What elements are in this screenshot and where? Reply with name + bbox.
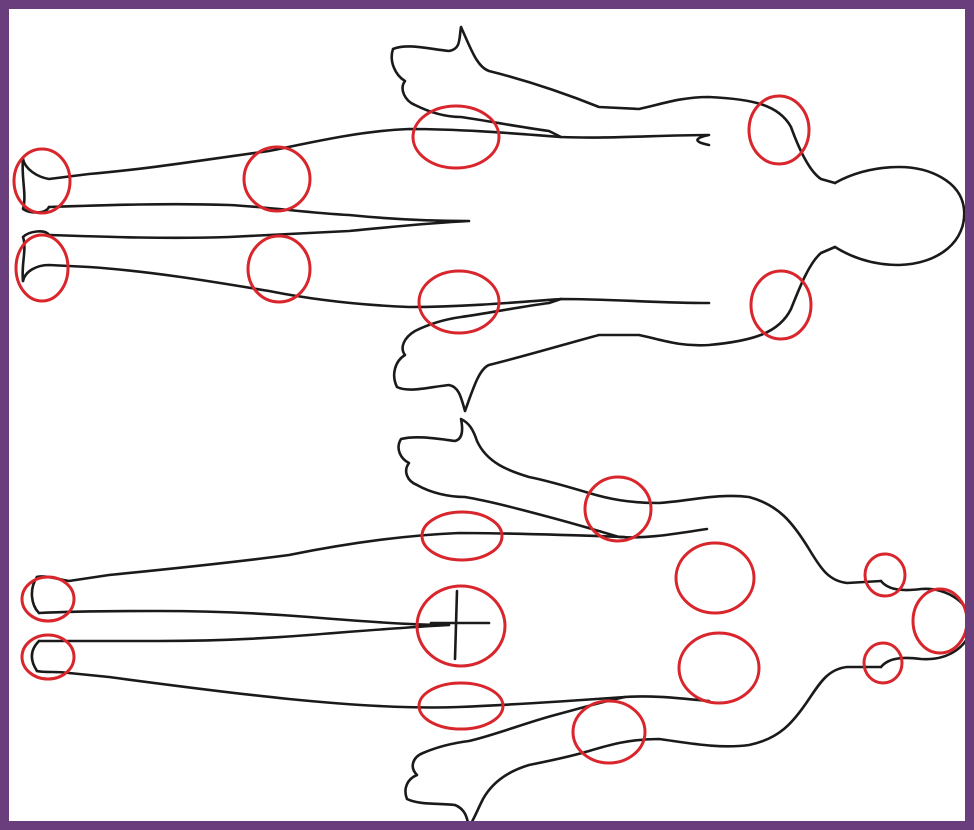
marker-right-knee[interactable] <box>244 147 310 211</box>
marker-chest-lower[interactable] <box>679 633 759 703</box>
marker-right-ankle[interactable] <box>22 577 74 621</box>
back-torso-legs-outline <box>23 129 561 307</box>
marker-neck-right[interactable] <box>864 643 902 683</box>
marker-chest-upper[interactable] <box>676 543 754 613</box>
front-left-arm-outline <box>405 667 881 827</box>
body-diagram <box>9 9 974 830</box>
marker-left-elbow[interactable] <box>573 701 645 763</box>
marker-left-shoulder[interactable] <box>751 271 811 339</box>
marker-right-elbow[interactable] <box>585 477 651 541</box>
marker-neck-left[interactable] <box>865 554 905 596</box>
front-view-figure <box>22 419 971 827</box>
marker-front-right-hip[interactable] <box>422 512 502 560</box>
front-legs-outline <box>37 533 625 708</box>
back-head-outline <box>835 167 964 265</box>
marker-right-shoulder[interactable] <box>749 96 809 164</box>
marker-right-hip[interactable] <box>413 106 499 168</box>
marker-head[interactable] <box>913 589 967 653</box>
front-feet-outline <box>32 577 39 671</box>
back-view-figure <box>14 27 964 411</box>
marker-left-hip[interactable] <box>419 271 499 333</box>
